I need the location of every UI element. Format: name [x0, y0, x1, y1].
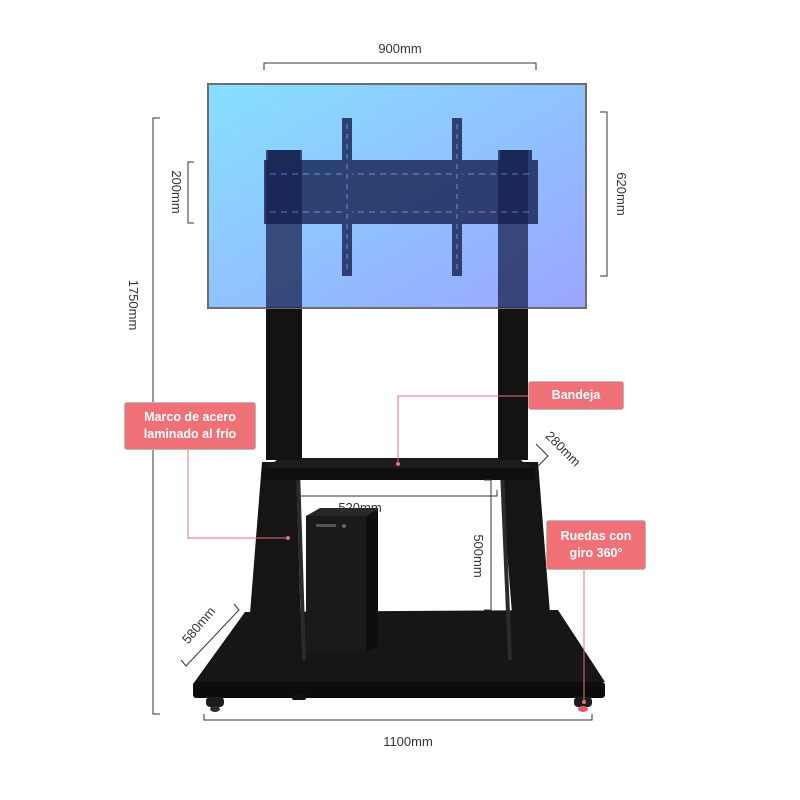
screen: [207, 83, 587, 309]
leader-tray-dot: [396, 462, 400, 466]
dim-shelf-height: 500mm: [471, 534, 486, 577]
callout-frame: Marco de acero laminado al frío: [124, 402, 256, 450]
computer-tower: [306, 508, 378, 652]
dim-base-width: 1100mm: [383, 734, 433, 749]
dim-bracket-height: 200mm: [169, 170, 184, 213]
leader-wheels-dot: [582, 700, 586, 704]
dim-screen-width: 900mm: [378, 41, 421, 56]
leader-frame: [187, 450, 288, 539]
dim-total-height: 1750mm: [126, 280, 141, 331]
wheel-front-left: [206, 697, 224, 712]
dim-screen-height: 620mm: [614, 172, 629, 215]
leader-frame-dot: [286, 536, 290, 540]
leader-tray: [397, 395, 528, 464]
wheel-rear: [292, 694, 306, 700]
dim-line-tray-width: [297, 490, 498, 497]
dim-tray-width: 520mm: [338, 500, 381, 515]
dim-tray-depth: 280mm: [543, 428, 584, 469]
mounting-bracket: [264, 118, 538, 276]
dim-line-bracket-height: [187, 161, 194, 224]
tray-front: [262, 468, 534, 480]
callout-wheels: Ruedas con giro 360°: [546, 520, 646, 570]
dim-line-screen-width: [263, 62, 537, 70]
dim-line-base-width: [203, 714, 593, 721]
leg-left: [246, 462, 302, 664]
dim-line-shelf-height: [484, 479, 492, 611]
leg-right-inner: [500, 470, 512, 660]
dim-line-base-depth: [180, 603, 240, 667]
dim-line-tray-depth: [535, 443, 549, 468]
dim-line-screen-height: [600, 111, 608, 277]
dim-base-depth: 580mm: [179, 604, 218, 647]
callout-tray: Bandeja: [528, 381, 624, 410]
leg-right: [500, 462, 554, 664]
callout-leaders: [187, 395, 585, 702]
base-front-edge: [193, 682, 605, 698]
leg-left-inner: [296, 470, 306, 660]
wheel-front-right: [574, 697, 592, 712]
